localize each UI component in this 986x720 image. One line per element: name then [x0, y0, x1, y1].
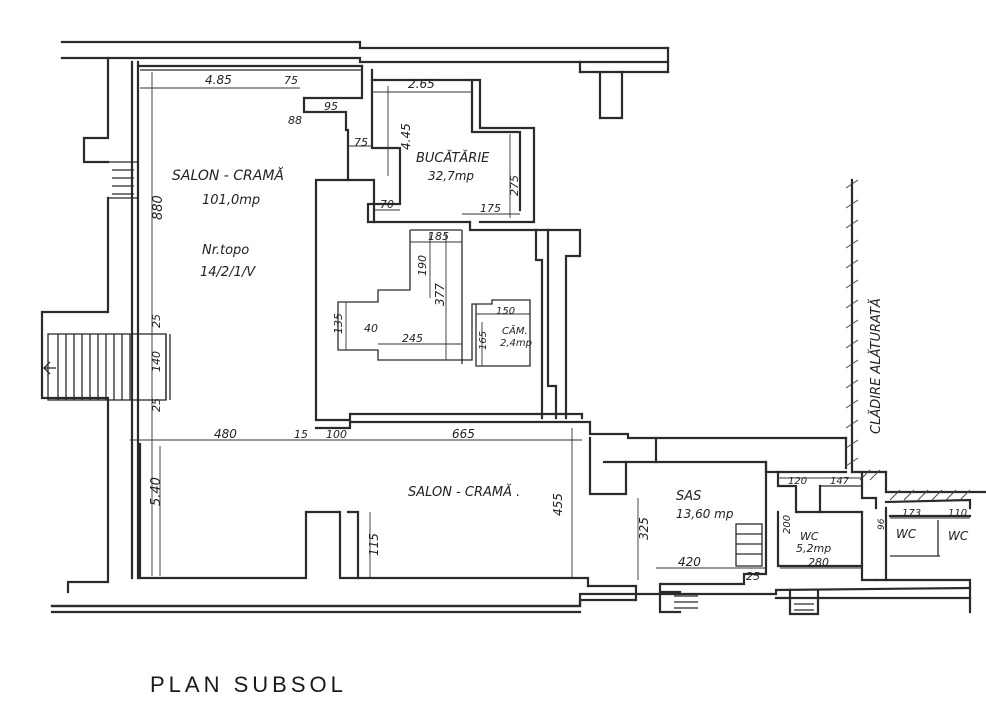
dim-377: 377	[433, 283, 447, 306]
exterior-stair	[43, 333, 171, 401]
dim-75b: 75	[354, 136, 368, 149]
dim-115: 115	[367, 533, 381, 556]
dim-280: 280	[808, 556, 829, 569]
dim-245: 245	[402, 332, 423, 345]
bottom-boundary-wall	[50, 578, 972, 614]
dim-485: 4.85	[205, 73, 232, 87]
dim-175: 175	[480, 202, 501, 215]
dim-147: 147	[830, 476, 850, 487]
dim-88: 88	[288, 114, 302, 127]
room-wc-right1-name: WC	[896, 527, 917, 541]
dimension-lines	[130, 72, 970, 580]
dim-880: 880	[151, 195, 166, 220]
room-bucatarie-name: BUCĂTĂRIE	[416, 150, 490, 166]
dim-665: 665	[452, 427, 475, 441]
dim-455: 455	[551, 493, 565, 516]
middle-wall	[314, 412, 848, 470]
dim-135: 135	[332, 313, 345, 334]
dim-120: 120	[788, 476, 807, 487]
top-boundary-wall	[60, 40, 670, 120]
dim-185: 185	[428, 230, 449, 243]
sas-wc-walls	[654, 460, 878, 616]
neighbor-building-label: CLĂDIRE ALĂTURATĂ	[868, 298, 884, 434]
room-camara-name: CĂM.	[502, 324, 528, 337]
room-salon-upper-topo-value: 14/2/1/V	[200, 265, 256, 280]
dim-95: 95	[324, 100, 338, 113]
room-wc-right2-name: WC	[948, 529, 969, 543]
room-camara-area: 2,4mp	[500, 338, 532, 349]
room-wc-main-name: WC	[800, 530, 819, 543]
dim-25a: 25	[150, 314, 163, 328]
dim-325: 325	[637, 517, 651, 540]
room-bucatarie-area: 32,7mp	[428, 169, 474, 183]
dim-70: 70	[380, 198, 394, 211]
dim-96: 96	[877, 518, 887, 530]
dim-540: 5.40	[149, 477, 164, 506]
dim-25c: 25	[746, 570, 760, 583]
dim-75a: 75	[284, 74, 298, 87]
right-wc-block	[884, 498, 972, 582]
dim-445: 4.45	[399, 123, 413, 150]
dim-165: 165	[478, 331, 489, 350]
dim-100: 100	[326, 428, 347, 441]
dim-110: 110	[948, 508, 967, 519]
room-salon-upper-area: 101,0mp	[202, 193, 260, 208]
room-salon-upper-topo-label: Nr.topo	[202, 243, 249, 258]
room-salon-upper-name: SALON - CRAMĂ	[172, 167, 284, 184]
room-wc-main-area: 5,2mp	[796, 542, 831, 555]
dim-150: 150	[496, 306, 515, 317]
room-sas-name: SAS	[676, 489, 701, 504]
lower-salon-walls	[50, 436, 658, 608]
neighbor-hatching	[845, 178, 986, 501]
dim-275: 275	[508, 175, 521, 196]
dim-15: 15	[294, 428, 308, 441]
upper-interior-walls	[138, 64, 582, 422]
dim-40: 40	[364, 322, 378, 335]
room-salon-lower-name: SALON - CRAMĂ .	[408, 484, 520, 500]
dim-25b: 25	[150, 398, 163, 412]
dim-420: 420	[678, 555, 701, 569]
room-sas-area: 13,60 mp	[676, 507, 734, 521]
dim-140: 140	[150, 351, 163, 372]
plan-title: PLAN SUBSOL	[150, 672, 347, 697]
dim-265: 2.65	[408, 77, 435, 91]
left-exterior-wall	[40, 56, 140, 594]
dim-190: 190	[416, 255, 429, 276]
dim-173: 173	[902, 508, 921, 519]
dim-200: 200	[782, 515, 793, 534]
dim-480: 480	[214, 427, 237, 441]
